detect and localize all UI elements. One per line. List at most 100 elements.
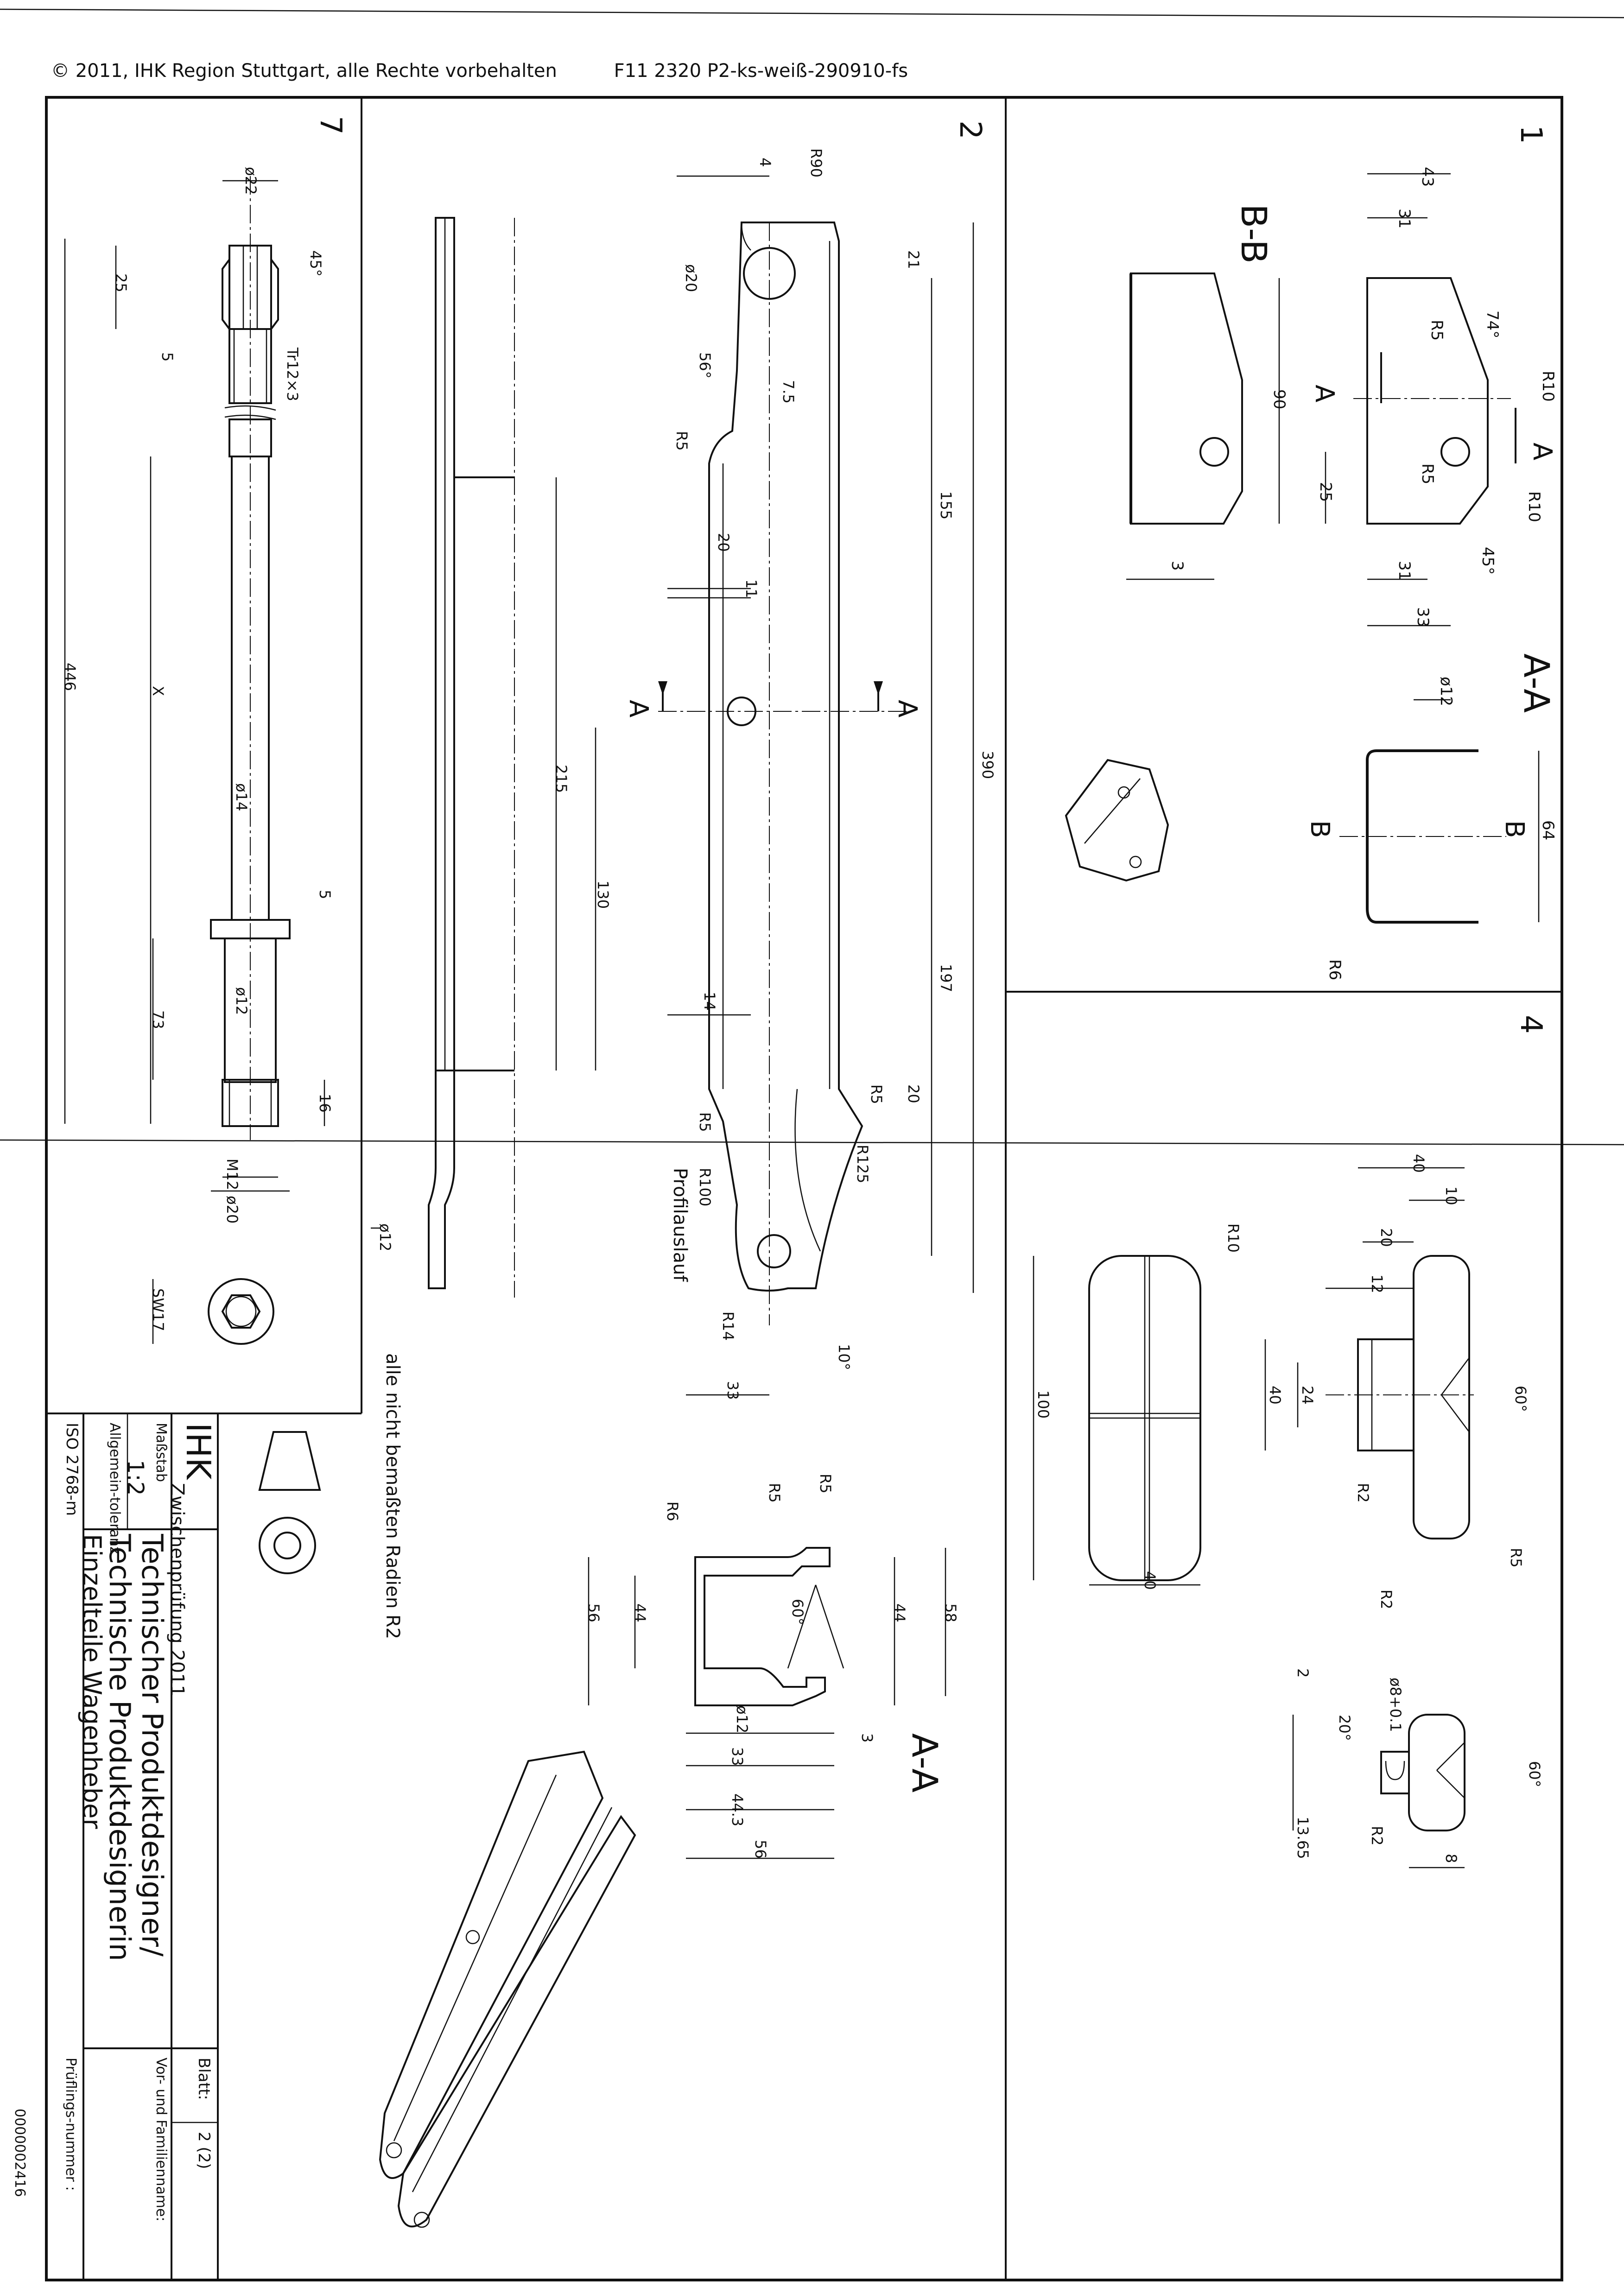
dim-p4-40-top: 40 <box>1410 1154 1427 1173</box>
profession-line1: Technischer Produktdesigner/ <box>135 1534 169 1957</box>
dim-p2-r125: R125 <box>854 1145 871 1184</box>
dim-p4-60deg: 60° <box>1512 1386 1529 1412</box>
dim-p1-r5-low: R5 <box>1418 463 1437 485</box>
dim-p2aa-56-h: 56 <box>752 1840 769 1859</box>
dim-p2-r5-right: R5 <box>868 1084 885 1104</box>
dim-p1-r10: R10 <box>1539 371 1557 402</box>
dim-p7-5-mid: 5 <box>316 890 334 899</box>
part-2-side-view <box>371 217 515 1298</box>
drawing-frame <box>45 96 1563 2281</box>
dim-p2aa-44-3: 44.3 <box>729 1793 746 1827</box>
dim-p1-90: 90 <box>1270 389 1288 410</box>
dim-p2-dia20: ø20 <box>682 264 700 292</box>
dim-p2-11: 11 <box>742 579 760 598</box>
tolerance-value: ISO 2768-m <box>63 1423 81 1516</box>
dim-p4-r2-c: R2 <box>1368 1826 1386 1846</box>
dim-p2-r90: R90 <box>807 148 825 177</box>
sheet-value: 2 (2) <box>195 2132 213 2169</box>
header: © 2011, IHK Region Stuttgart, alle Recht… <box>51 60 959 82</box>
dim-p4-24: 24 <box>1299 1386 1316 1405</box>
dim-p2-20-bottom: 20 <box>905 1084 922 1103</box>
dim-p2-10deg: 10° <box>835 1344 853 1370</box>
dim-p2-20-top: 20 <box>715 533 732 552</box>
copyright-text: © 2011, IHK Region Stuttgart, alle Recht… <box>51 60 557 82</box>
dim-p1-74deg: 74° <box>1483 310 1502 339</box>
dim-p2aa-dia12: ø12 <box>733 1705 751 1734</box>
dim-p2-4: 4 <box>756 158 774 167</box>
part-7-spindle <box>64 176 325 1345</box>
dim-p1-r6: R6 <box>1326 959 1344 981</box>
dim-p7-25: 25 <box>112 273 130 292</box>
dim-p7-x: X <box>149 686 167 696</box>
dim-p7-446: 446 <box>61 663 79 691</box>
projection-symbol-frustum <box>258 1431 321 1491</box>
dim-p7-16: 16 <box>316 1094 334 1113</box>
dim-p2-390: 390 <box>979 751 996 779</box>
title-block <box>46 1413 362 2280</box>
dim-p7-sw17: SW17 <box>149 1288 167 1331</box>
exam-title: Zwischenprüfung 2011 <box>166 1483 188 1697</box>
view-number-4: 4 <box>1514 1015 1548 1034</box>
dim-p7-dia14: ø14 <box>233 783 250 811</box>
dim-p2-r5-top: R5 <box>673 431 691 451</box>
dim-p2-14: 14 <box>701 992 718 1011</box>
dim-p2-dia12: ø12 <box>376 1223 394 1252</box>
dim-p2aa-44-left: 44 <box>631 1603 649 1622</box>
name-label: Vor- und Familienname: <box>153 2058 169 2222</box>
dim-p1-64: 64 <box>1539 820 1557 841</box>
dim-p4-8: 8 <box>1442 1854 1460 1863</box>
dim-p1-31-top: 31 <box>1395 209 1414 229</box>
dim-p4-dia8: ø8+0.1 <box>1387 1678 1404 1732</box>
dim-p1-43: 43 <box>1418 167 1437 187</box>
profilauslauf-label: Profilauslauf <box>669 1168 691 1282</box>
part-2-front-view <box>555 175 974 1396</box>
dim-p4-100: 100 <box>1034 1390 1052 1419</box>
dim-p1-3: 3 <box>1168 561 1186 571</box>
profession-line2: Technische Produktdesignerin <box>103 1534 137 1961</box>
dim-p7-dia22: ø22 <box>242 167 260 195</box>
dim-p4-20deg: 20° <box>1336 1715 1353 1741</box>
scale-label: Maßstab <box>153 1423 169 1482</box>
scan-line <box>0 8 1624 19</box>
dim-p2-33: 33 <box>724 1381 742 1400</box>
dim-p2-r14: R14 <box>719 1311 737 1341</box>
projection-symbol-circle-inner <box>273 1532 301 1559</box>
dim-p2aa-r6: R6 <box>664 1501 681 1521</box>
dim-p2-130: 130 <box>594 880 612 909</box>
dim-p2-197: 197 <box>937 964 955 993</box>
dim-p1-45deg: 45° <box>1478 547 1497 575</box>
dim-p2-56deg: 56° <box>696 352 714 379</box>
dim-p2-7-5: 7.5 <box>780 380 797 404</box>
dim-p1-33: 33 <box>1414 607 1432 627</box>
dim-p2aa-56-v: 56 <box>585 1603 603 1622</box>
dim-p2-r5-left: R5 <box>696 1112 714 1132</box>
dim-p7-5-top: 5 <box>159 352 176 362</box>
view-number-2: 2 <box>953 120 987 139</box>
section-label-aa-part1: A-A <box>1516 653 1557 713</box>
dim-p2-21: 21 <box>905 250 922 269</box>
dim-p4-20: 20 <box>1377 1228 1395 1247</box>
part-4-views <box>1033 1167 1474 1869</box>
dim-p7-tr12: Tr12×3 <box>284 348 301 401</box>
dim-p2aa-r5-a: R5 <box>766 1483 783 1503</box>
dim-p2aa-58: 58 <box>942 1603 959 1622</box>
part-1-views <box>1065 173 1540 924</box>
scale-value: 1:2 <box>122 1460 148 1496</box>
dim-p4-60deg-b: 60° <box>1526 1761 1543 1787</box>
cut-label-a-p2-right: A <box>892 700 922 718</box>
dim-p4-13-65: 13.65 <box>1294 1817 1312 1859</box>
dim-p7-73: 73 <box>149 1010 167 1029</box>
document-code: F11 2320 P2-ks-weiß-290910-fs <box>614 60 908 82</box>
fold-line <box>0 1139 1624 1146</box>
dim-p2aa-44-right: 44 <box>891 1603 908 1622</box>
dim-p7-m12: M12 <box>223 1159 241 1191</box>
part-2-isometric <box>379 1750 636 2228</box>
dim-p7-dia20: ø20 <box>223 1196 241 1224</box>
part-title: Einzelteile Wagenheber <box>77 1534 107 1829</box>
dim-p2-r100: R100 <box>696 1168 714 1207</box>
section-label-aa-part2: A-A <box>904 1733 945 1793</box>
dim-p4-r10: R10 <box>1224 1223 1242 1253</box>
dim-p4-10: 10 <box>1442 1186 1460 1205</box>
cut-label-b-left: B <box>1305 820 1335 838</box>
view-number-7: 7 <box>313 116 348 135</box>
